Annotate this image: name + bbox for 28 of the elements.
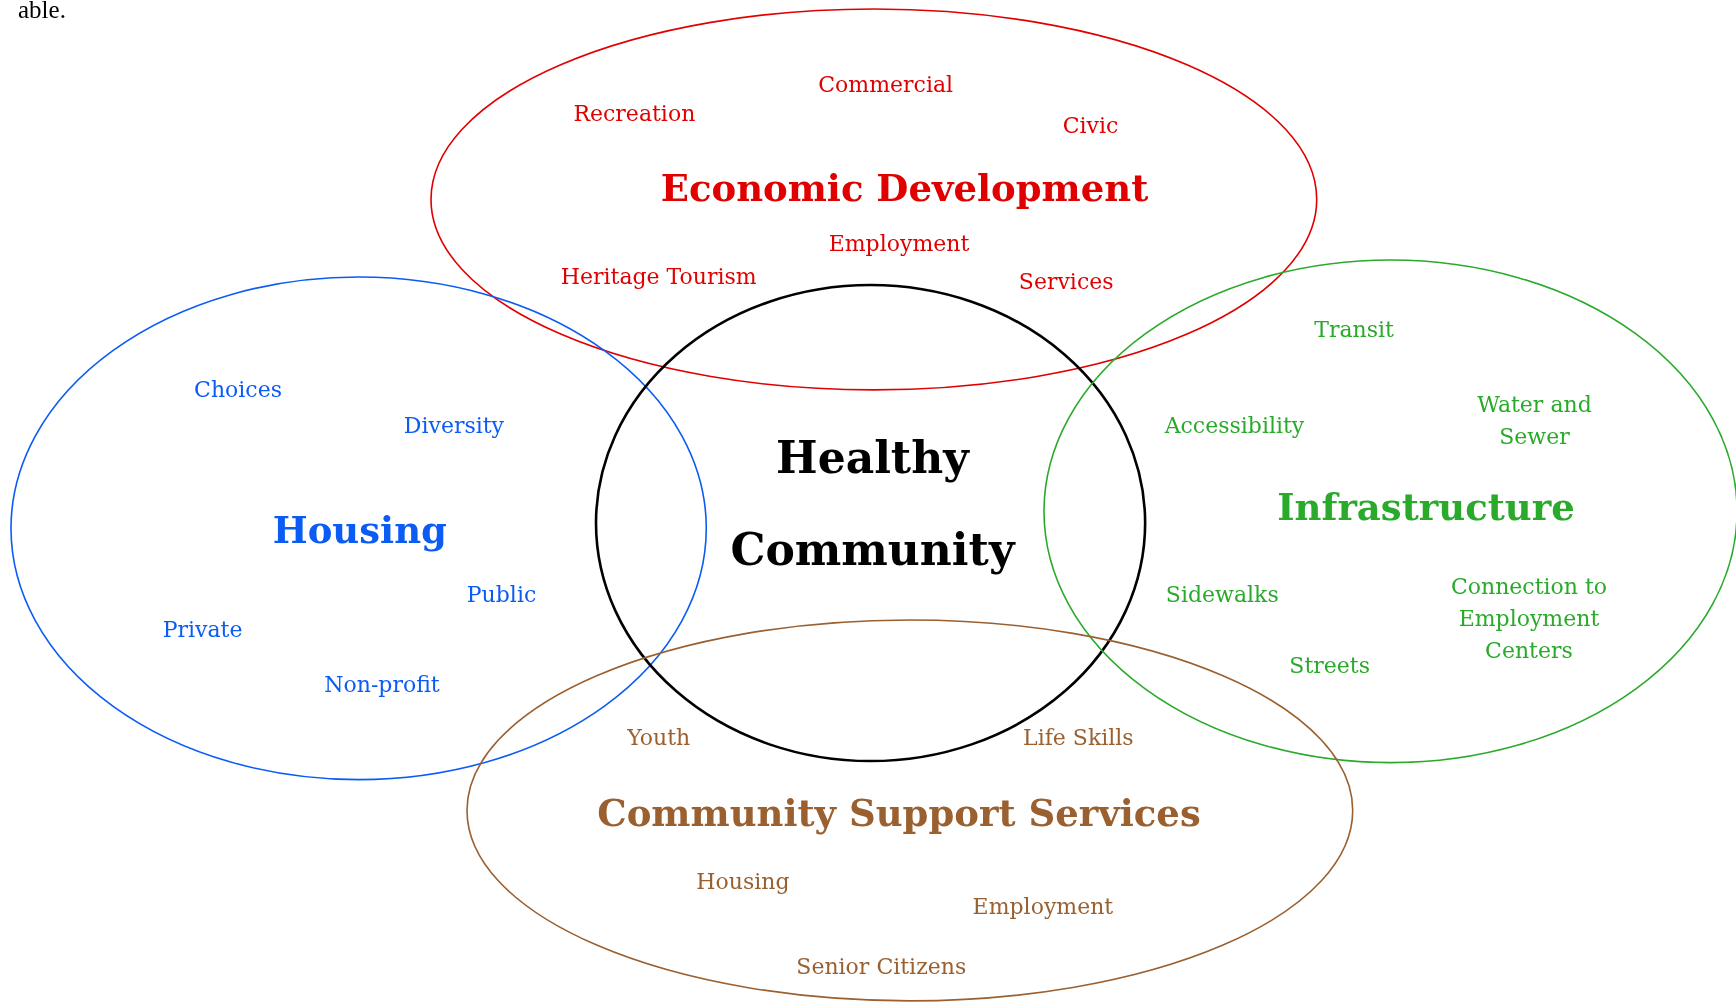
topic-label: Accessibility	[1164, 412, 1305, 441]
topic-label: Youth	[627, 724, 691, 753]
topic-label: Choices	[194, 375, 282, 404]
circle-title: Community Support Services	[597, 789, 1201, 837]
circle-title: Infrastructure	[1277, 484, 1575, 532]
topic-label: Housing	[696, 868, 790, 897]
topic-label: Transit	[1314, 316, 1394, 344]
topic-label: Civic	[1062, 112, 1119, 141]
topic-label: Employment	[828, 229, 970, 258]
topic-label: Services	[1018, 268, 1114, 297]
topic-label: Public	[466, 580, 537, 609]
circle-title: Economic Development	[660, 165, 1149, 213]
topic-label: Senior Citizens	[796, 952, 967, 981]
topic-label: Diversity	[403, 412, 505, 441]
topic-label: Commercial	[818, 71, 954, 100]
topic-label: Heritage Tourism	[560, 262, 757, 291]
text-fragment: able.	[18, 0, 66, 24]
topic-label: Employment	[972, 892, 1114, 921]
topic-label: Streets	[1289, 652, 1370, 681]
topic-label: Water and Sewer	[1476, 390, 1593, 451]
topic-label: Connection to Employment Centers	[1449, 573, 1608, 665]
topic-label: Private	[162, 616, 243, 644]
circle-title: Housing	[272, 507, 447, 555]
topic-label: Non-profit	[324, 671, 440, 700]
topic-label: Recreation	[573, 100, 696, 129]
topic-label: Sidewalks	[1165, 580, 1279, 609]
center-title: Healthy Community	[729, 430, 1017, 577]
topic-label: Life Skills	[1023, 724, 1134, 753]
